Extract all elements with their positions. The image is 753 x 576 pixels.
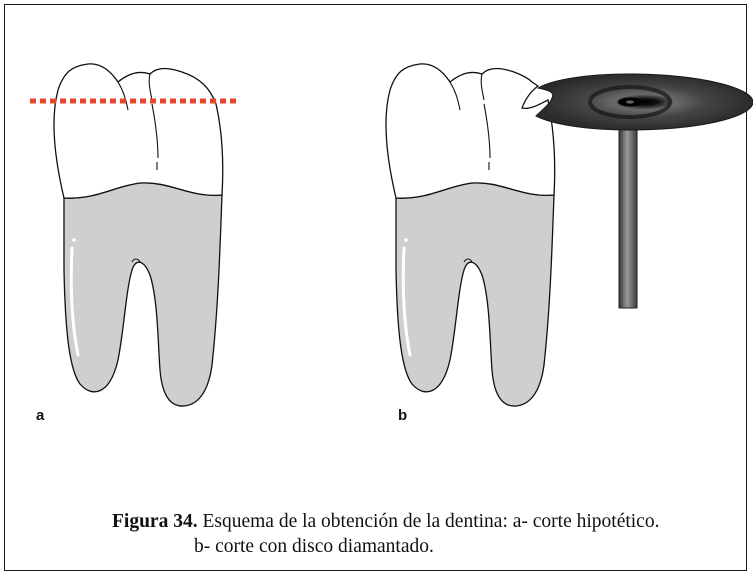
tooth-a-root bbox=[63, 182, 223, 407]
figure-number: Figura 34. bbox=[112, 511, 198, 532]
tooth-a bbox=[53, 63, 224, 407]
tooth-a-crown bbox=[53, 63, 224, 199]
caption-line-2: b- corte con disco diamantado. bbox=[194, 536, 434, 557]
disc-blade bbox=[535, 73, 753, 131]
panel-label-b: b bbox=[398, 407, 408, 424]
disc-shaft bbox=[618, 124, 638, 309]
diamond-disc-icon bbox=[535, 73, 753, 309]
panel-label-a: a bbox=[36, 407, 45, 424]
tooth-b-root bbox=[395, 182, 555, 407]
figure-illustration bbox=[30, 63, 753, 407]
figure-caption: Figura 34. Esquema de la obtención de la… bbox=[112, 509, 732, 559]
caption-line-1: Esquema de la obtención de la dentina: a… bbox=[202, 511, 660, 532]
tooth-b-crown bbox=[385, 63, 556, 199]
tooth-b bbox=[385, 63, 556, 407]
